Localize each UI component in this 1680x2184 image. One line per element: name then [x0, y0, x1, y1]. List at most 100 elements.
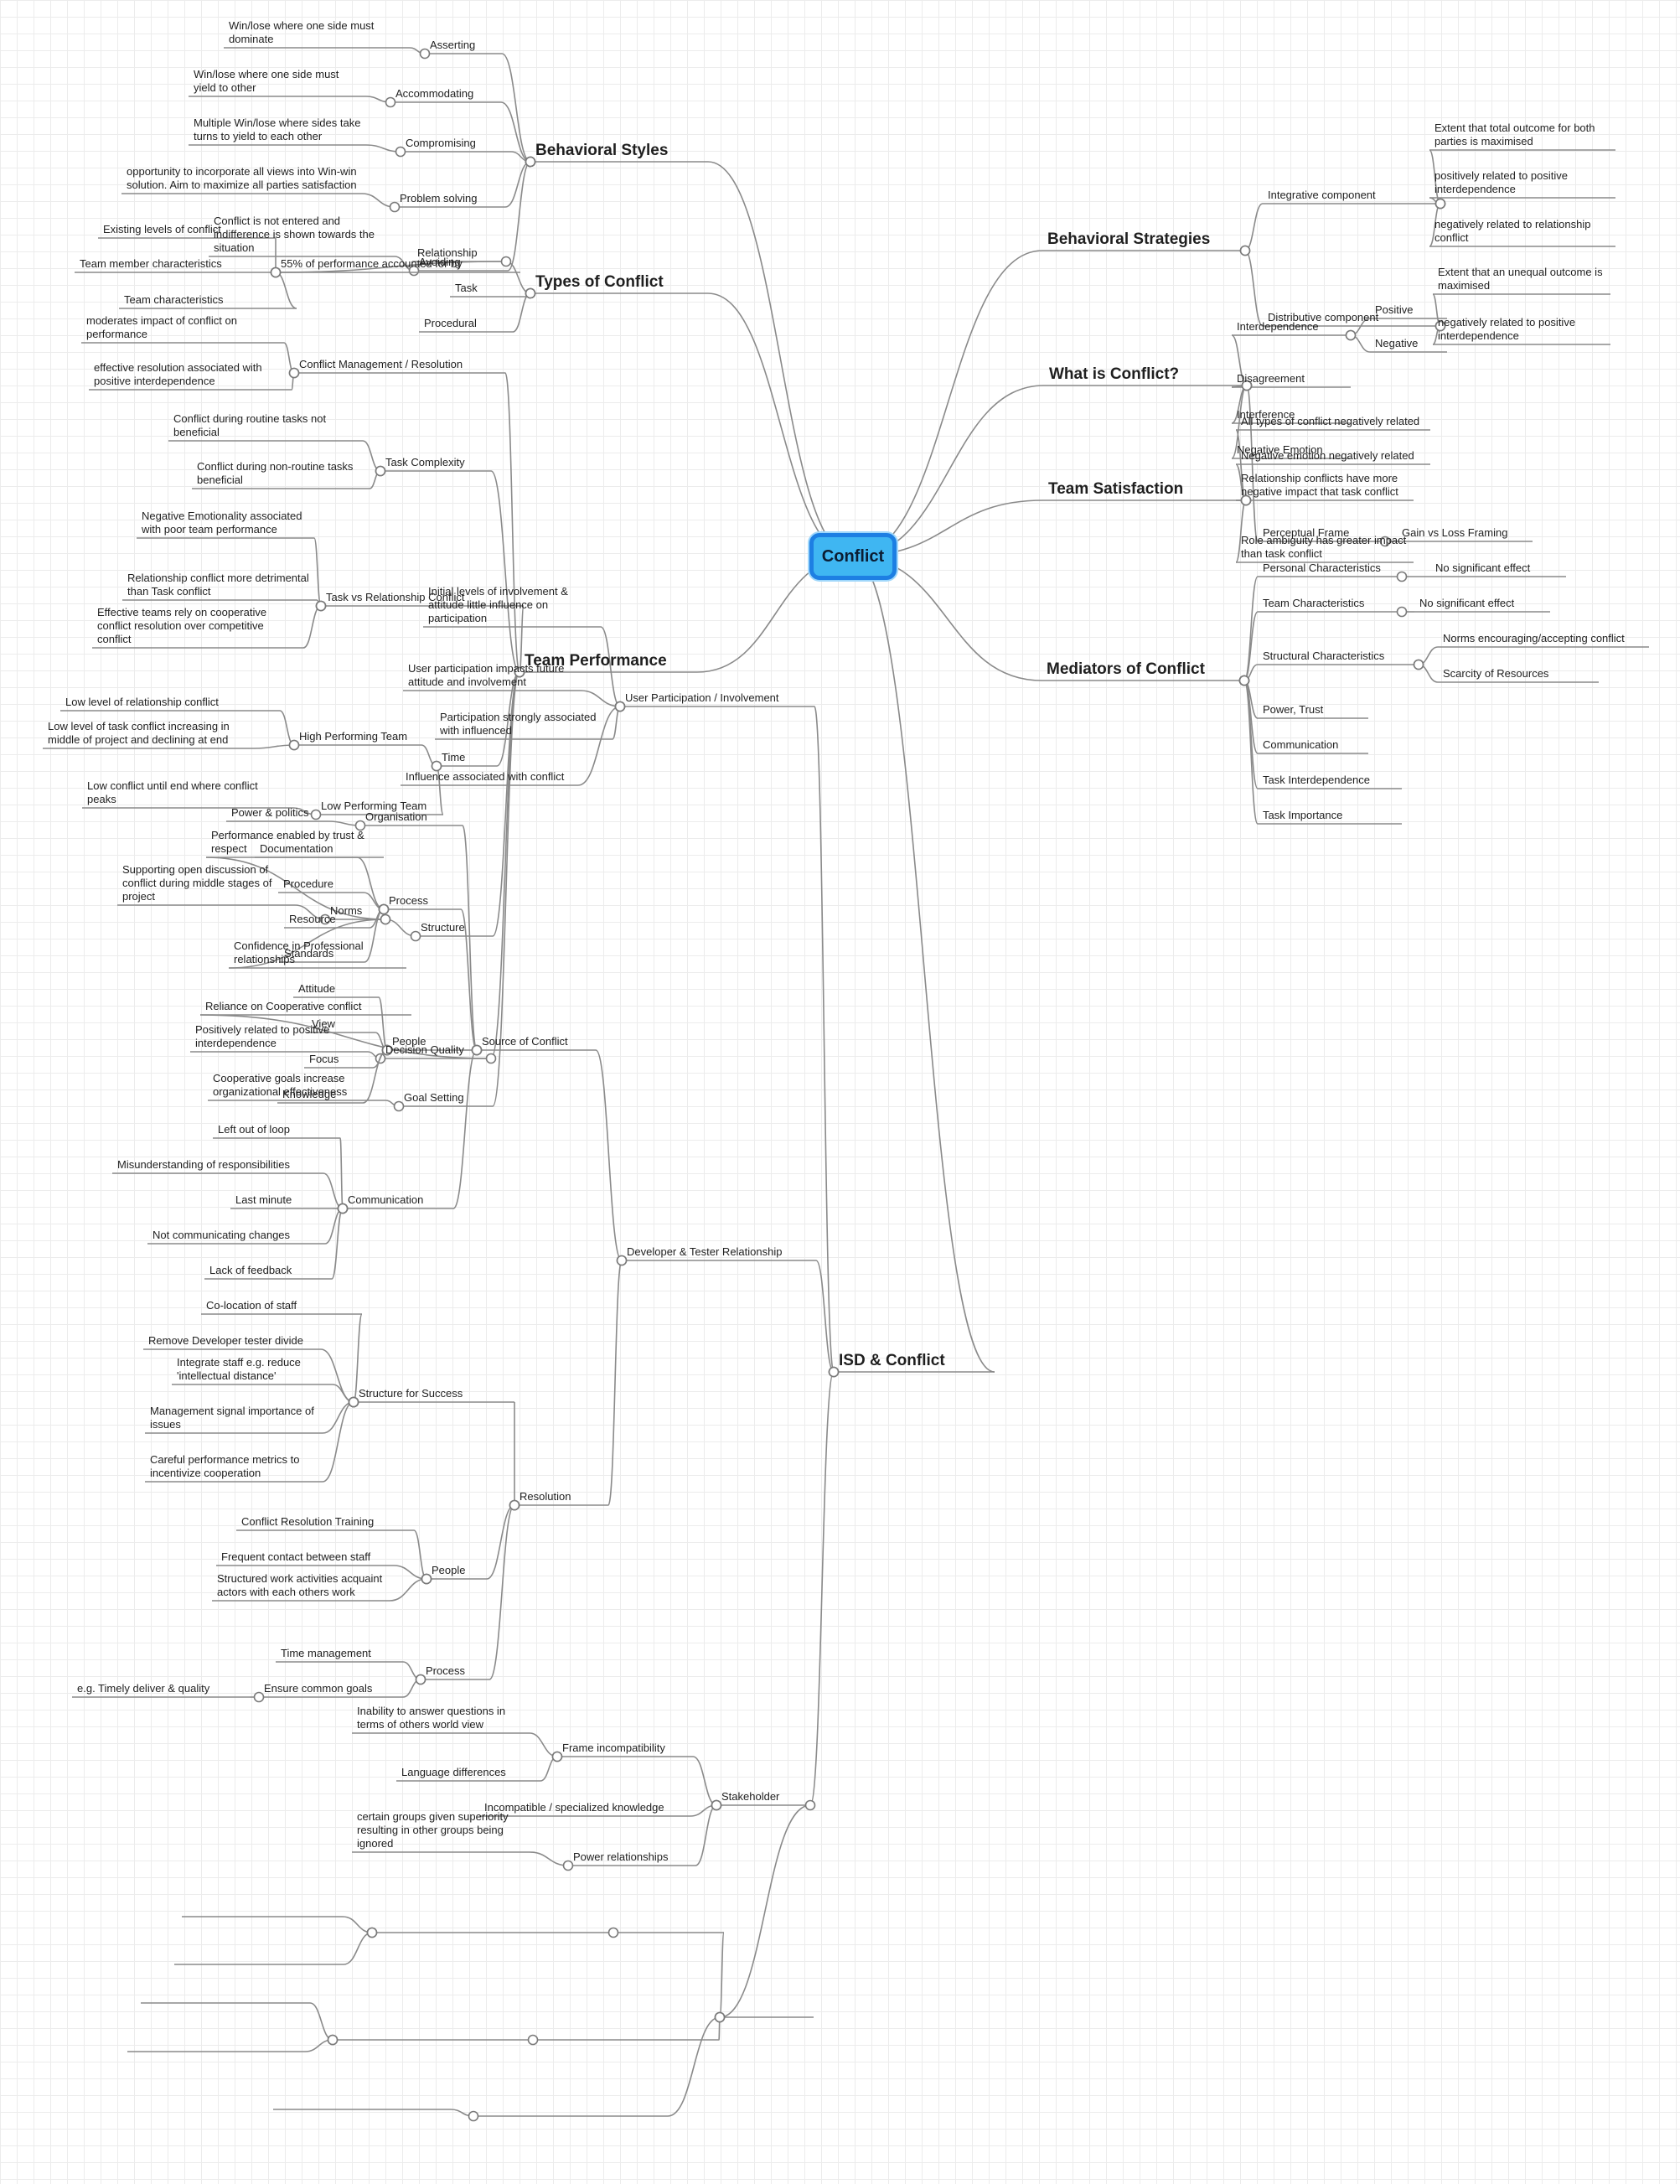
topic-no-significant-effect[interactable]: No significant effect: [1419, 597, 1515, 609]
topic-team-characteristics[interactable]: Team characteristics: [124, 293, 224, 306]
topic-view[interactable]: View: [312, 1017, 335, 1030]
collapse-knob[interactable]: [366, 1927, 378, 1938]
topic-user-participation-involvement[interactable]: User Participation / Involvement: [625, 691, 779, 704]
topic-lack-of-feedback[interactable]: Lack of feedback: [209, 1264, 292, 1276]
branch-behavioral-styles[interactable]: Behavioral Styles: [535, 142, 669, 159]
topic-remove-developer-tester-divide[interactable]: Remove Developer tester divide: [148, 1334, 303, 1347]
collapse-knob[interactable]: [714, 2011, 726, 2023]
collapse-knob[interactable]: [614, 701, 626, 712]
topic-high-performing-team[interactable]: High Performing Team: [299, 730, 408, 743]
topic-task-complexity[interactable]: Task Complexity: [385, 456, 465, 468]
collapse-knob[interactable]: [337, 1203, 349, 1214]
topic-negatively-related-to-relationship-conflict[interactable]: negatively related to relationship confl…: [1434, 218, 1591, 244]
collapse-knob[interactable]: [410, 930, 421, 942]
topic-avoiding[interactable]: Avoiding: [419, 256, 461, 268]
topic-conflict-during-non-routine-tasks-beneficial[interactable]: Conflict during non-routine tasks benefi…: [197, 460, 354, 486]
collapse-knob[interactable]: [348, 1396, 359, 1408]
collapse-knob[interactable]: [375, 465, 386, 477]
topic-influence-associated-with-conflict[interactable]: Influence associated with conflict: [406, 770, 565, 783]
collapse-knob[interactable]: [378, 903, 390, 915]
collapse-knob[interactable]: [1379, 536, 1391, 547]
collapse-knob[interactable]: [1241, 380, 1253, 391]
collapse-knob[interactable]: [525, 287, 536, 299]
topic-communication[interactable]: Communication: [348, 1193, 424, 1206]
topic-low-level-of-relationship-conflict[interactable]: Low level of relationship conflict: [65, 696, 219, 708]
topic-extent-that-total-outcome-for-both-parties-is-ma[interactable]: Extent that total outcome for both parti…: [1434, 122, 1595, 147]
topic-e-g-timely-deliver-quality[interactable]: e.g. Timely deliver & quality: [77, 1682, 210, 1695]
topic-developer-tester-relationship[interactable]: Developer & Tester Relationship: [627, 1245, 783, 1258]
topic-communication[interactable]: Communication: [1263, 738, 1339, 751]
topic-win-lose-where-one-side-must-yield-to-other[interactable]: Win/lose where one side must yield to ot…: [194, 68, 339, 94]
topic-people[interactable]: People: [392, 1035, 426, 1048]
collapse-knob[interactable]: [527, 2034, 539, 2046]
topic-positively-related-to-positive-interdependence[interactable]: positively related to positive interdepe…: [1434, 169, 1568, 195]
topic-team-member-characteristics[interactable]: Team member characteristics: [80, 257, 222, 270]
topic-standards[interactable]: Standards: [284, 947, 334, 960]
collapse-knob[interactable]: [415, 1674, 426, 1685]
topic-accommodating[interactable]: Accommodating: [395, 87, 474, 100]
topic-inability-to-answer-questions-in-terms-of-others[interactable]: Inability to answer questions in terms o…: [357, 1705, 506, 1731]
topic-power-politics[interactable]: Power & politics: [231, 806, 309, 819]
topic-language-differences[interactable]: Language differences: [401, 1766, 506, 1778]
branch-what-is-conflict[interactable]: What is Conflict?: [1049, 365, 1180, 383]
topic-effective-teams-rely-on-cooperative-conflict-res[interactable]: Effective teams rely on cooperative conf…: [97, 606, 267, 645]
topic-frame-incompatibility[interactable]: Frame incompatibility: [562, 1742, 665, 1754]
topic-relationship-conflicts-have-more-negative-impact[interactable]: Relationship conflicts have more negativ…: [1241, 472, 1398, 498]
collapse-knob[interactable]: [1434, 320, 1446, 332]
collapse-knob[interactable]: [471, 1044, 483, 1056]
collapse-knob[interactable]: [1413, 659, 1424, 670]
topic-process[interactable]: Process: [389, 894, 428, 907]
topic-integrative-component[interactable]: Integrative component: [1268, 189, 1376, 201]
topic-user-participation-impacts-future-attitude-and-i[interactable]: User participation impacts future attitu…: [408, 662, 565, 688]
topic-asserting[interactable]: Asserting: [430, 39, 476, 51]
topic-compromising[interactable]: Compromising: [406, 137, 476, 149]
topic-interference[interactable]: Interference: [1237, 408, 1295, 421]
collapse-knob[interactable]: [327, 2034, 339, 2046]
topic-management-signal-importance-of-issues[interactable]: Management signal importance of issues: [150, 1405, 314, 1431]
collapse-knob[interactable]: [468, 2110, 479, 2122]
topic-no-significant-effect[interactable]: No significant effect: [1435, 562, 1531, 574]
collapse-knob[interactable]: [1240, 494, 1252, 506]
topic-opportunity-to-incorporate-all-views-into-win-wi[interactable]: opportunity to incorporate all views int…: [127, 165, 357, 191]
topic-negatively-related-to-positive-interdependence[interactable]: negatively related to positive interdepe…: [1438, 316, 1576, 342]
topic-stakeholder[interactable]: Stakeholder: [721, 1790, 780, 1803]
collapse-knob[interactable]: [485, 1053, 497, 1064]
collapse-knob[interactable]: [354, 820, 366, 831]
topic-performance-enabled-by-trust-respect[interactable]: Performance enabled by trust & respect: [211, 829, 364, 855]
topic-resource[interactable]: Resource: [289, 913, 336, 925]
topic-resolution[interactable]: Resolution: [520, 1490, 571, 1503]
topic-organisation[interactable]: Organisation: [365, 810, 427, 823]
topic-knowledge[interactable]: Knowledge: [282, 1088, 337, 1100]
topic-cooperative-goals-increase-organizational-effect[interactable]: Cooperative goals increase organizationa…: [213, 1072, 348, 1098]
topic-process[interactable]: Process: [426, 1664, 465, 1677]
collapse-knob[interactable]: [253, 1691, 265, 1703]
collapse-knob[interactable]: [551, 1751, 563, 1762]
branch-team-performance[interactable]: Team Performance: [525, 652, 667, 670]
collapse-knob[interactable]: [419, 48, 431, 60]
topic-left-out-of-loop[interactable]: Left out of loop: [218, 1123, 291, 1136]
topic-distributive-component[interactable]: Distributive component: [1268, 311, 1379, 323]
branch-isd-conflict[interactable]: ISD & Conflict: [839, 1352, 945, 1369]
collapse-knob[interactable]: [828, 1366, 840, 1378]
collapse-knob[interactable]: [389, 201, 401, 213]
topic-extent-that-an-unequal-outcome-is-maximised[interactable]: Extent that an unequal outcome is maximi…: [1438, 266, 1603, 292]
topic-initial-levels-of-involvement-attitude-little-in[interactable]: Initial levels of involvement & attitude…: [428, 585, 568, 624]
topic-moderates-impact-of-conflict-on-performance[interactable]: moderates impact of conflict on performa…: [86, 314, 237, 340]
collapse-knob[interactable]: [804, 1799, 816, 1811]
topic-power-trust[interactable]: Power, Trust: [1263, 703, 1324, 716]
collapse-knob[interactable]: [381, 1044, 393, 1056]
topic-incompatible-specialized-knowledge[interactable]: Incompatible / specialized knowledge: [484, 1801, 664, 1814]
topic-gain-vs-loss-framing[interactable]: Gain vs Loss Framing: [1402, 526, 1508, 539]
branch-behavioral-strategies[interactable]: Behavioral Strategies: [1047, 230, 1211, 248]
topic-integrate-staff-e-g-reduce-intellectual-distance[interactable]: Integrate staff e.g. reduce 'intellectua…: [177, 1356, 301, 1382]
topic-task-interdependence[interactable]: Task Interdependence: [1263, 774, 1370, 786]
branch-mediators-of-conflict[interactable]: Mediators of Conflict: [1047, 660, 1205, 678]
topic-time[interactable]: Time: [442, 751, 466, 763]
collapse-knob[interactable]: [1396, 571, 1408, 582]
topic-people[interactable]: People: [432, 1564, 466, 1576]
topic-misunderstanding-of-responsibilities[interactable]: Misunderstanding of responsibilities: [117, 1158, 290, 1171]
topic-relationship-conflict-more-detrimental-than-task[interactable]: Relationship conflict more detrimental t…: [127, 572, 309, 598]
topic-decision-quality[interactable]: Decision Quality: [385, 1043, 464, 1056]
topic-negative[interactable]: Negative: [1375, 337, 1419, 349]
collapse-knob[interactable]: [385, 96, 396, 108]
